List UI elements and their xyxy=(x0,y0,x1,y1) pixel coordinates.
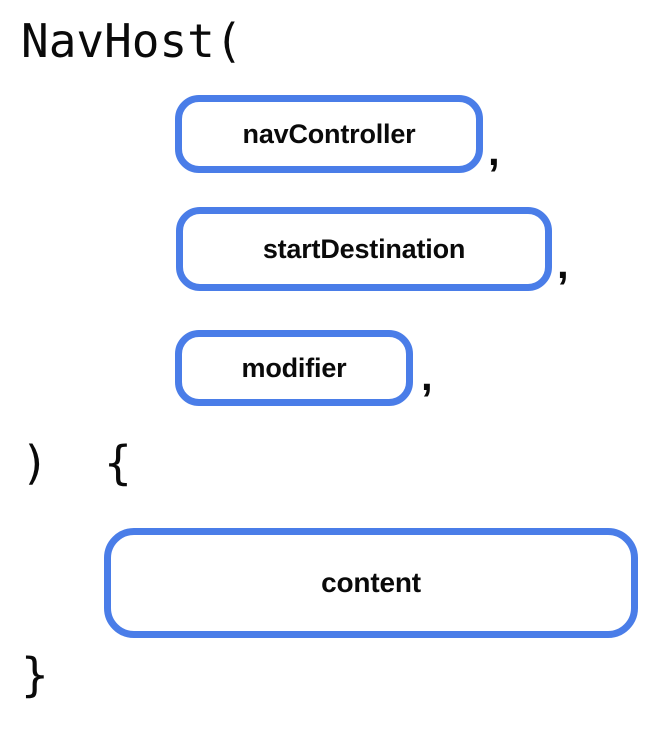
comma-separator-modifier: , xyxy=(421,352,433,399)
parameter-label-navcontroller: navController xyxy=(242,118,416,149)
comma-separator-navcontroller: , xyxy=(488,127,500,174)
code-line-close-paren-open-brace: ) { xyxy=(21,436,132,490)
parameter-pill-startdestination[interactable]: startDestination xyxy=(176,207,552,291)
parameter-pill-navcontroller[interactable]: navController xyxy=(175,95,483,173)
body-pill-content[interactable]: content xyxy=(104,528,638,638)
body-label-content: content xyxy=(321,567,421,598)
parameter-pill-modifier[interactable]: modifier xyxy=(175,330,413,406)
parameter-label-modifier: modifier xyxy=(241,352,347,383)
code-line-close-brace: } xyxy=(21,648,49,702)
code-line-navhost-open: NavHost( xyxy=(21,14,243,68)
comma-separator-startdestination: , xyxy=(557,240,569,287)
parameter-label-startdestination: startDestination xyxy=(262,233,466,264)
